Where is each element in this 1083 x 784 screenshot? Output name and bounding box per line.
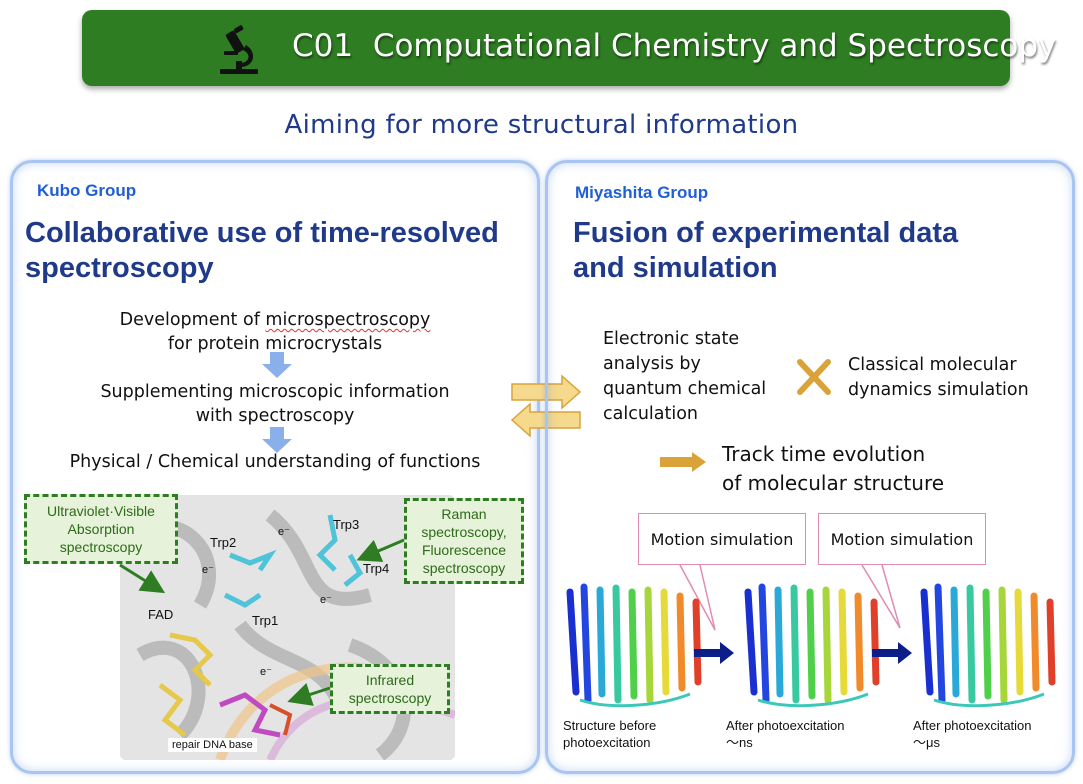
caption-before-line2: photoexcitation: [563, 735, 651, 750]
caption-us-line2: ～μs: [913, 735, 940, 750]
infrared-box: Infrared spectroscopy: [330, 664, 450, 714]
track-line1: Track time evolution: [722, 442, 926, 466]
down-arrow-icon: [262, 352, 292, 378]
caption-ns-line2: ～ns: [726, 735, 753, 750]
molecular-dynamics-text: Classical molecular dynamics simulation: [848, 353, 1029, 403]
right-arrow-icon: [660, 452, 706, 472]
miyashita-group-label: Miyashita Group: [575, 183, 709, 202]
raman-line1: Raman: [441, 506, 487, 522]
uv-line3: spectroscopy: [59, 539, 143, 555]
flow-step-3: Physical / Chemical understanding of fun…: [69, 452, 481, 472]
flow-step1-term: microspectroscopy: [265, 310, 431, 330]
protein-structure-before: [566, 583, 702, 708]
header-banner: C01 Computational Chemistry and Spectros…: [82, 10, 1056, 86]
miyashita-group-panel: [545, 160, 1075, 774]
kubo-panel-title: Collaborative use of time-resolved spect…: [25, 216, 499, 286]
protein-structure-us: [920, 583, 1056, 708]
cross-icon: [797, 359, 831, 395]
electron-label: e⁻: [202, 564, 214, 576]
flow-step2-line1: Supplementing microscopic information: [100, 382, 450, 402]
flow-step-1: Development of microspectroscopy for pro…: [40, 308, 510, 356]
electron-label: e⁻: [320, 594, 332, 606]
raman-line4: spectroscopy: [422, 560, 506, 576]
motion-simulation-callout-1: Motion simulation: [638, 513, 806, 565]
qc-line2: analysis by: [603, 354, 701, 374]
electron-label: e⁻: [260, 666, 272, 678]
qc-line1: Electronic state: [603, 329, 740, 349]
caption-before: Structure before photoexcitation: [563, 717, 656, 751]
protein-structure-ns: [744, 583, 880, 708]
navy-arrow-icon: [694, 642, 734, 664]
microscope-icon: [220, 25, 258, 74]
qc-line3: quantum chemical: [603, 379, 767, 399]
uv-line1: Ultraviolet·Visible: [47, 503, 155, 519]
ir-line2: spectroscopy: [348, 690, 432, 706]
md-line2: dynamics simulation: [848, 380, 1029, 400]
trp4-label: Trp4: [363, 561, 390, 576]
electron-label: e⁻: [278, 526, 290, 538]
miyashita-title-line1: Fusion of experimental data: [573, 217, 959, 249]
header-title: C01 Computational Chemistry and Spectros…: [292, 28, 1057, 64]
track-time-evolution-text: Track time evolution of molecular struct…: [722, 440, 944, 498]
raman-fluorescence-box: Raman spectroscopy, Fluorescence spectro…: [404, 498, 524, 584]
uv-vis-absorption-box: Ultraviolet·Visible Absorption spectrosc…: [24, 494, 178, 564]
motion-simulation-callout-2: Motion simulation: [818, 513, 986, 565]
raman-line2: spectroscopy,: [421, 524, 507, 540]
flow-step1-prefix: Development of: [119, 310, 266, 330]
track-line2: of molecular structure: [722, 471, 945, 495]
trp1-label: Trp1: [252, 613, 279, 628]
kubo-title-line2: spectroscopy: [25, 252, 214, 284]
trp3-label: Trp3: [333, 517, 360, 532]
qc-line4: calculation: [603, 404, 699, 424]
miyashita-title-line2: and simulation: [573, 252, 778, 284]
caption-before-line1: Structure before: [563, 718, 657, 733]
caption-us-line1: After photoexcitation: [913, 718, 1032, 733]
kubo-group-panel: [10, 160, 540, 774]
caption-ns-line1: After photoexcitation: [726, 718, 845, 733]
page-subtitle: Aiming for more structural information: [284, 110, 799, 140]
navy-arrow-icon: [872, 642, 912, 664]
flow-step-2: Supplementing microscopic information wi…: [40, 380, 510, 428]
down-arrow-icon: [262, 427, 292, 453]
caption-ns: After photoexcitation ～ns: [726, 717, 845, 751]
miyashita-panel-title: Fusion of experimental data and simulati…: [573, 216, 958, 286]
dna-base-label: repair DNA base: [168, 738, 257, 752]
caption-us: After photoexcitation ～μs: [913, 717, 1032, 751]
md-line1: Classical molecular: [848, 355, 1017, 375]
raman-line3: Fluorescence: [421, 542, 507, 558]
kubo-group-label: Kubo Group: [37, 181, 137, 200]
kubo-title-line1: Collaborative use of time-resolved: [25, 217, 499, 249]
trp2-label: Trp2: [210, 535, 237, 550]
quantum-chemical-text: Electronic state analysis by quantum che…: [603, 327, 766, 427]
flow-step1-line2: for protein microcrystals: [167, 334, 383, 354]
uv-line2: Absorption: [67, 521, 135, 537]
flow-step2-line2: with spectroscopy: [195, 406, 355, 426]
fad-label: FAD: [148, 607, 174, 622]
ir-line1: Infrared: [365, 672, 415, 688]
